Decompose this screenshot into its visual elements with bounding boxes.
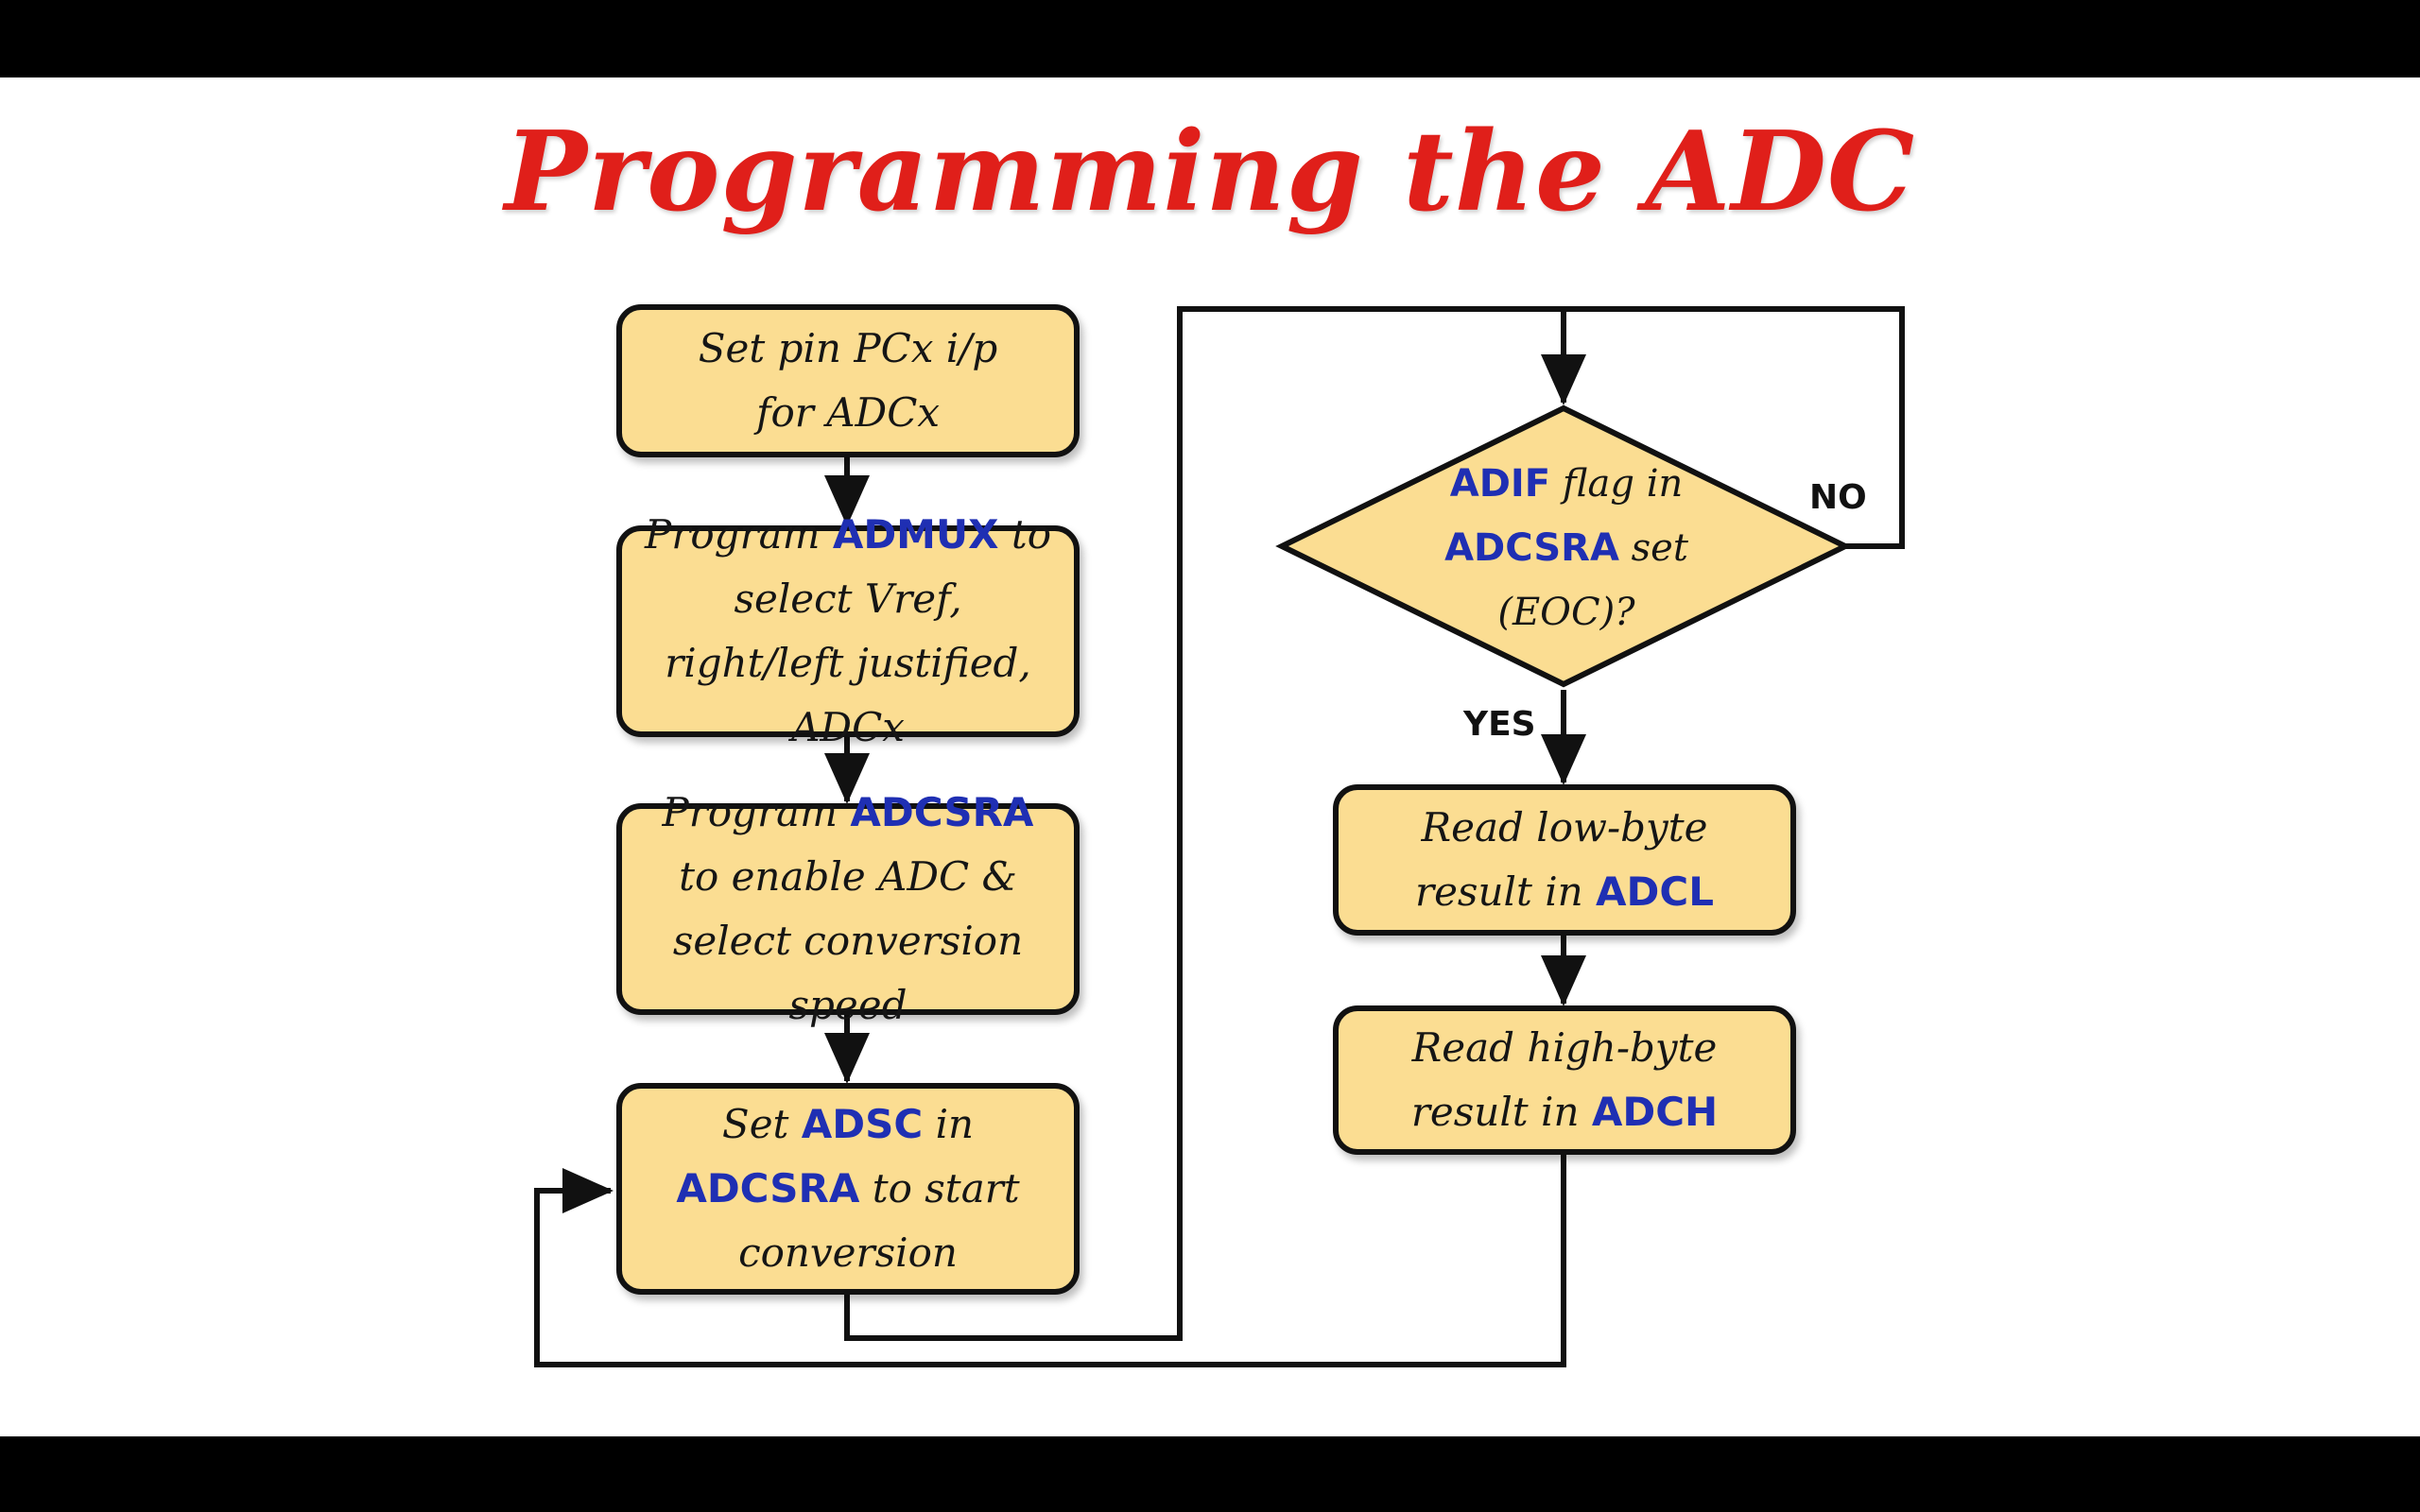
slide-title: Programming the ADC [504,108,1916,236]
keyword-admux: ADMUX [832,511,999,558]
decision-text: ADIF flag in ADCSRA set (EOC)? [1444,462,1688,634]
keyword-adif: ADIF [1449,462,1551,506]
slide [0,77,2420,1436]
step-set-adsc-box: Set ADSC in ADCSRA to start conversion [616,1083,1080,1295]
keyword-adsc: ADSC [801,1101,924,1147]
yes-label: YES [1463,705,1536,744]
read-low-byte-box: Read low-byte result in ADCL [1333,784,1796,936]
arrow-step4-to-decision [844,306,1586,1341]
read-high-byte-box: Read high-byte result in ADCH [1333,1005,1796,1155]
step-program-admux-text: Program ADMUX to select Vref, right/left… [645,511,1051,750]
step-set-adsc-text: Set ADSC in ADCSRA to start conversion [676,1101,1020,1276]
step-set-pin-box: Set pin PCx i/p for ADCx [616,304,1080,457]
read-high-byte-text: Read high-byte result in ADCH [1410,1024,1719,1135]
keyword-adcsra: ADCSRA [850,789,1034,835]
no-loop-arrow [1564,306,1905,549]
decision-diamond [1275,404,1852,688]
keyword-adch: ADCH [1591,1089,1719,1135]
no-label: NO [1809,478,1867,517]
loop-back-arrow [534,1155,1566,1367]
keyword-adcsra-3: ADCSRA [1444,526,1619,570]
read-low-byte-text: Read low-byte result in ADCL [1415,804,1714,915]
letterbox-bottom [0,1436,2420,1512]
step-program-admux-box: Program ADMUX to select Vref, right/left… [616,511,1080,750]
step-program-adcsra-box: Program ADCSRA to enable ADC & select co… [616,789,1080,1028]
step-program-adcsra-text: Program ADCSRA to enable ADC & select co… [662,789,1034,1028]
keyword-adcsra-2: ADCSRA [676,1165,860,1211]
keyword-adcl: ADCL [1596,868,1714,915]
letterbox-top [0,0,2420,77]
step-set-pin-text: Set pin PCx i/p for ADCx [698,325,998,436]
